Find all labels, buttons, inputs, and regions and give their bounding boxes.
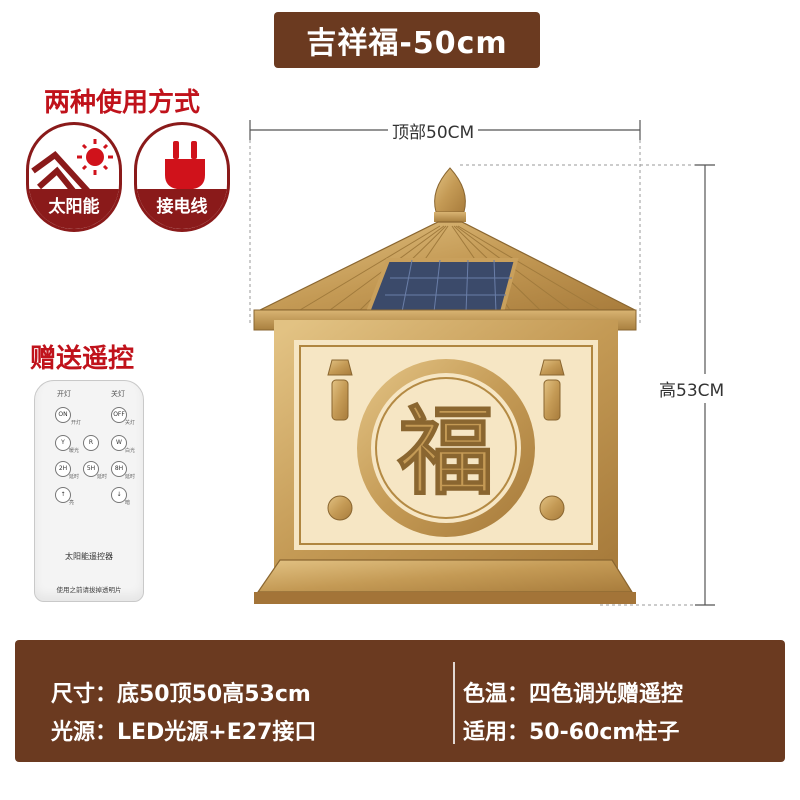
remote-btn-on: ON [55,407,71,423]
remote-sub-w: 白光 [125,448,136,454]
remote-btn-up: ↑ [55,487,71,503]
remote-btn-w: W [111,435,127,451]
remote-btn-y: Y [55,435,71,451]
page-title-text: 吉祥福-50cm [306,26,508,61]
remote-off-caption: 关灯 [111,390,125,398]
mode-solar-label: 太阳能 [29,189,119,229]
spec-divider [453,662,455,744]
remote-btn-off: OFF [111,407,127,423]
dimension-top-label: 顶部50CM [388,118,479,143]
spec-color-temp: 色温：四色调光赠遥控 [463,682,684,707]
remote-sub-off: 关灯 [125,420,136,426]
remote-btn-5h: 5H [83,461,99,477]
spec-panel: 尺寸：底50顶50高53cm 光源：LED光源+E27接口 色温：四色调光赠遥控… [15,640,785,762]
remote-brand: 太阳能遥控器 [65,552,113,561]
pillar-lamp-image: 福 [253,167,637,604]
spec-light-source: 光源：LED光源+E27接口 [51,720,317,745]
remote-sub-5h: 延时 [97,474,108,480]
power-plug-icon [165,141,205,199]
remote-sub-y: 暖光 [69,448,80,454]
spec-suitable: 适用：50-60cm柱子 [463,720,680,745]
page-title: 吉祥福-50cm [274,12,540,68]
remote-sub-up: 亮 [69,500,75,506]
dimension-height-label: 高53CM [659,374,725,403]
remote-heading: 赠送遥控 [30,344,135,374]
modes-heading: 两种使用方式 [44,88,201,118]
remote-sub-8h: 延时 [125,474,136,480]
remote-btn-r: R [83,435,99,451]
remote-note: 使用之前请拔掉透明片 [56,586,122,594]
remote-sub-on: 开灯 [71,420,82,426]
mode-plug-label: 接电线 [137,189,227,229]
mode-solar: 太阳能 [26,122,122,232]
remote-btn-2h: 2H [55,461,71,477]
spec-size: 尺寸：底50顶50高53cm [51,682,311,707]
remote-on-caption: 开灯 [57,390,71,398]
fu-character: 福 [397,395,494,508]
remote-sub-down: 暗 [125,500,131,506]
remote-btn-8h: 8H [111,461,127,477]
remote-sub-2h: 延时 [69,474,80,480]
remote-control-image: 开灯 关灯 ON OFF Y R W 2H 5H 8H ↑ ↓ 开灯 关灯 暖光… [34,380,144,602]
remote-btn-down: ↓ [111,487,127,503]
mode-plug: 接电线 [134,122,230,232]
